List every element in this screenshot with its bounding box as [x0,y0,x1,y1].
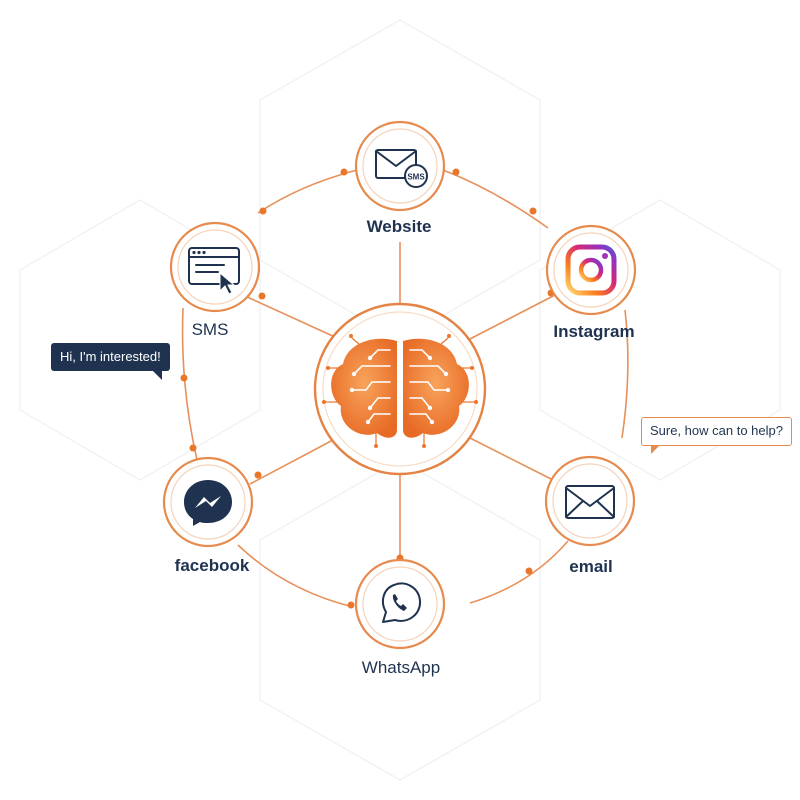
connector-dot [529,207,537,215]
connector-dot [525,567,533,575]
whatsapp-icon [381,582,422,623]
messenger-icon [184,480,232,526]
facebook-label: facebook [174,556,250,575]
sms-node[interactable] [169,221,261,313]
envelope-sms-icon: SMS [375,149,428,188]
website-label: Website [366,217,432,236]
email-node[interactable] [544,455,636,547]
instagram-icon [565,244,617,296]
incoming-chat-bubble: Hi, I'm interested! [51,343,170,380]
sms-badge-text: SMS [407,173,425,182]
connector-dot [258,292,266,300]
connector-dot [180,374,188,382]
website-node[interactable]: SMS [354,120,446,212]
sms-label: SMS [191,320,229,339]
connector-dot [452,168,460,176]
email-label: email [569,557,613,576]
instagram-label: Instagram [553,322,635,341]
connector-dot [347,601,355,609]
browser-window-cursor-icon [188,247,240,295]
connector-dot [254,471,262,479]
reply-chat-bubble: Sure, how can to help? [641,417,792,454]
whatsapp-label: WhatsApp [361,658,441,677]
connector-dot [340,168,348,176]
whatsapp-node[interactable] [354,558,446,650]
hub-spokes [244,242,556,562]
envelope-icon [565,485,615,519]
outer-ring [180,168,629,609]
instagram-node[interactable] [545,224,637,316]
connector-dot [189,444,197,452]
brain-circuit-icon [322,334,478,448]
hub-node [313,302,487,476]
facebook-node[interactable] [162,456,254,548]
connector-dot [259,207,267,215]
